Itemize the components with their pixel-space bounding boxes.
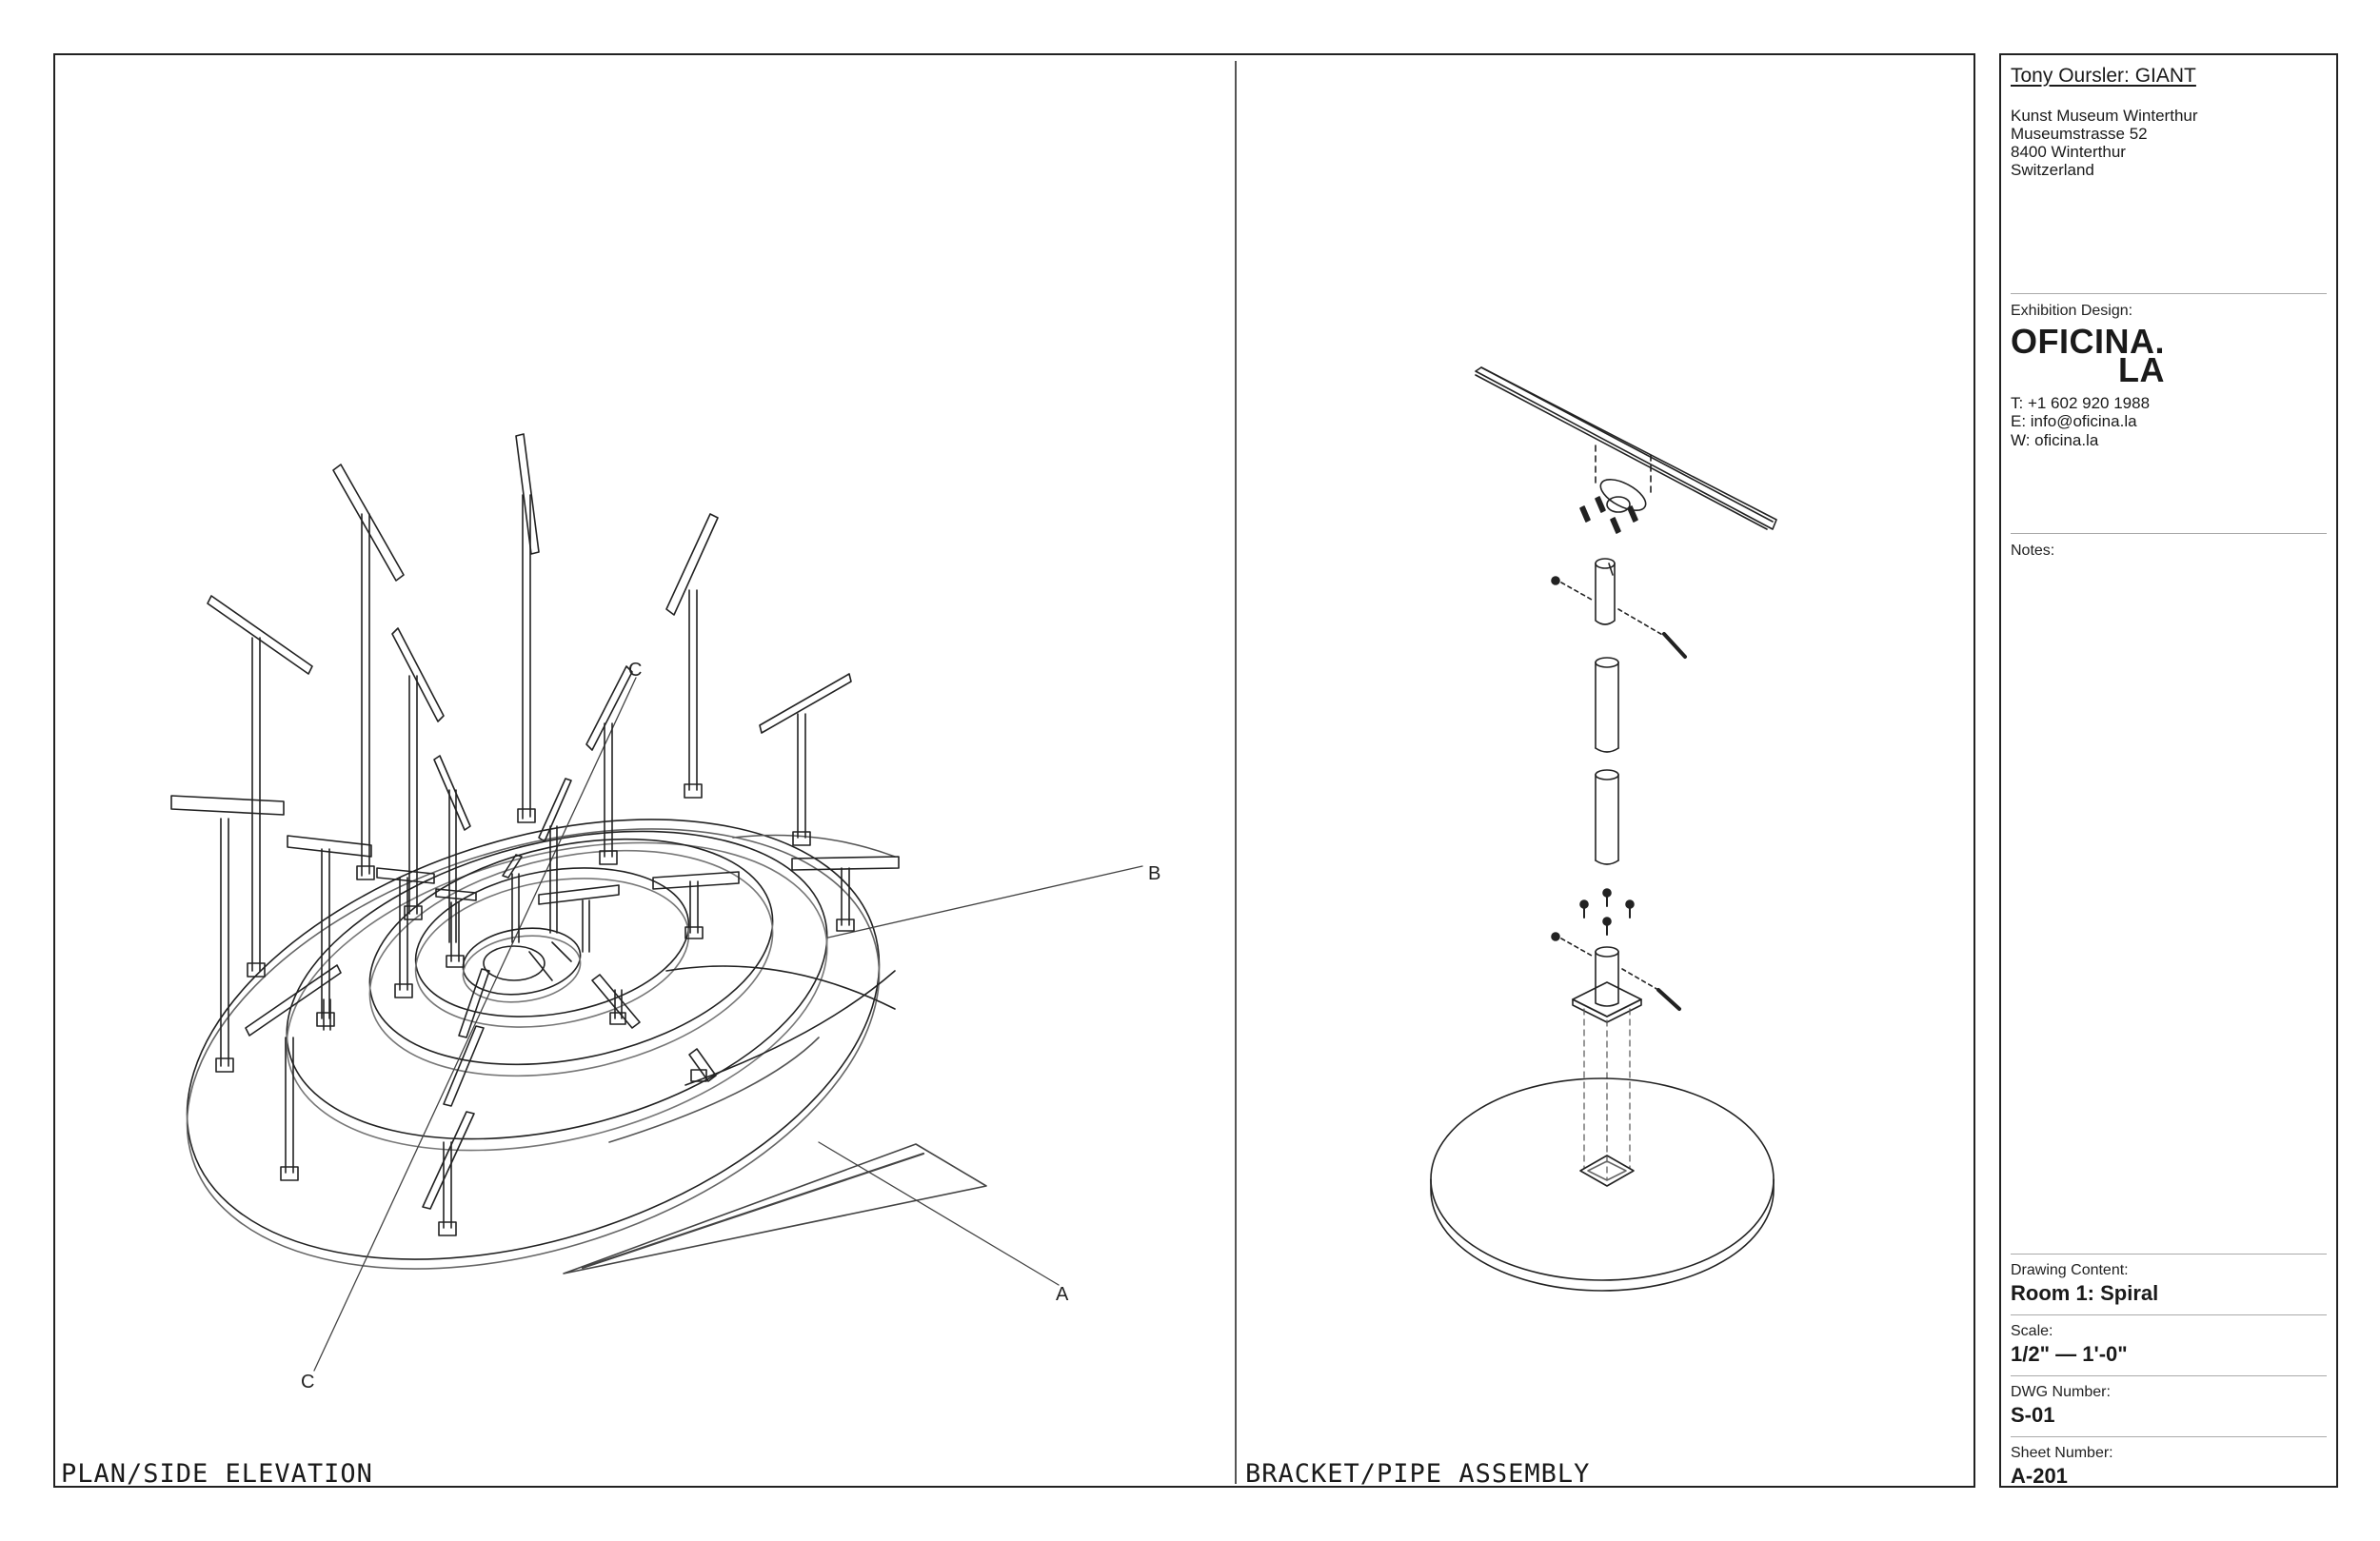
drawing-content-label: Drawing Content: xyxy=(2011,1262,2129,1278)
address-line-3: 8400 Winterthur xyxy=(2011,143,2126,161)
screen-panel xyxy=(1475,366,1777,530)
bracket-view-label: BRACKET/PIPE ASSEMBLY xyxy=(1245,1459,1591,1489)
exhibition-design-label: Exhibition Design: xyxy=(2011,303,2133,319)
spiral-base xyxy=(186,819,987,1274)
contact-email: E: info@oficina.la xyxy=(2011,412,2137,430)
pipe-lower xyxy=(1595,769,1619,865)
scale-value: 1/2" — 1'-0" xyxy=(2011,1342,2128,1366)
notes-label: Notes: xyxy=(2011,543,2055,559)
separator xyxy=(2011,293,2327,294)
base-screws xyxy=(1551,888,1635,941)
plan-view-label: PLAN/SIDE ELEVATION xyxy=(61,1459,373,1489)
oficina-logo: OFICINA. LA xyxy=(2011,322,2165,389)
separator xyxy=(2011,1375,2327,1376)
bracket-exploded-view xyxy=(1430,366,1777,1292)
section-lines xyxy=(313,677,1143,1372)
base-bracket xyxy=(1560,938,1681,1023)
address-line-2: Museumstrasse 52 xyxy=(2011,125,2148,143)
dwg-number-value: S-01 xyxy=(2011,1403,2055,1427)
scale-label: Scale: xyxy=(2011,1323,2053,1339)
title-block: Tony Oursler: GIANT Kunst Museum Wintert… xyxy=(1999,53,2338,1488)
address-line-4: Switzerland xyxy=(2011,161,2094,179)
sheet-number-label: Sheet Number: xyxy=(2011,1445,2113,1461)
separator xyxy=(2011,1314,2327,1315)
separator xyxy=(2011,1436,2327,1437)
view-divider xyxy=(1235,61,1237,1484)
disc-base xyxy=(1430,1077,1775,1292)
upper-bracket-sleeve xyxy=(1551,558,1687,659)
section-marker-a: A xyxy=(1056,1284,1069,1305)
sheet-number-value: A-201 xyxy=(2011,1464,2068,1488)
separator xyxy=(2011,533,2327,534)
project-title: Tony Oursler: GIANT xyxy=(2011,65,2196,87)
section-marker-c-top: C xyxy=(628,660,642,681)
section-marker-b: B xyxy=(1148,863,1160,884)
logo-line-1: OFICINA. xyxy=(2011,322,2165,361)
address-line-1: Kunst Museum Winterthur xyxy=(2011,107,2198,125)
contact-web: W: oficina.la xyxy=(2011,431,2099,449)
drawing-content-value: Room 1: Spiral xyxy=(2011,1281,2159,1305)
logo-line-2: LA xyxy=(2118,350,2165,389)
separator xyxy=(2011,1254,2327,1255)
spiral-posts xyxy=(170,433,900,1236)
dwg-number-label: DWG Number: xyxy=(2011,1384,2111,1400)
section-marker-c-bottom: C xyxy=(301,1372,314,1393)
alignment-lines xyxy=(1583,1008,1631,1181)
contact-phone: T: +1 602 920 1988 xyxy=(2011,394,2151,412)
drawing-frame xyxy=(53,53,1975,1488)
pipe-upper xyxy=(1595,657,1619,753)
spiral-isometric-view xyxy=(170,433,1143,1372)
plate-screws xyxy=(1579,496,1638,534)
